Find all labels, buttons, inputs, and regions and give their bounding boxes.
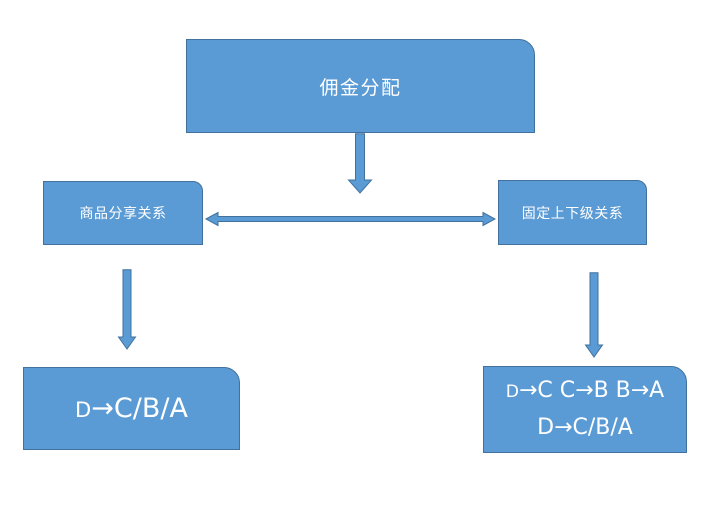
fixed-result-line1-suffix: →C C→B B→A <box>518 378 665 403</box>
share-result-suffix: →C/B/A <box>91 393 188 424</box>
fixed-down-arrow-icon <box>584 272 604 358</box>
node-commission-distribution: 佣金分配 <box>186 39 535 133</box>
fixed-result-line1-prefix: D <box>505 382 519 402</box>
node-fixed-hierarchy-relation: 固定上下级关系 <box>498 180 647 245</box>
node-share-result: D→C/B/A <box>23 367 240 450</box>
share-down-arrow-icon <box>117 269 137 350</box>
fixed-result-line1: D→C C→B B→A <box>506 380 664 402</box>
node-fixed-result: D→C C→B B→A D→C/B/A <box>483 366 687 453</box>
node-commission-distribution-label: 佣金分配 <box>319 76 402 99</box>
fixed-result-line2: D→C/B/A <box>537 415 633 440</box>
node-product-share-relation-label: 商品分享关系 <box>79 206 167 222</box>
node-fixed-hierarchy-relation-label: 固定上下级关系 <box>521 205 624 222</box>
share-result-prefix: D <box>75 397 92 422</box>
bidirectional-arrow-icon <box>205 211 496 227</box>
root-down-arrow-icon <box>347 133 373 194</box>
share-result-text: D→C/B/A <box>75 395 188 422</box>
node-product-share-relation: 商品分享关系 <box>43 181 203 245</box>
